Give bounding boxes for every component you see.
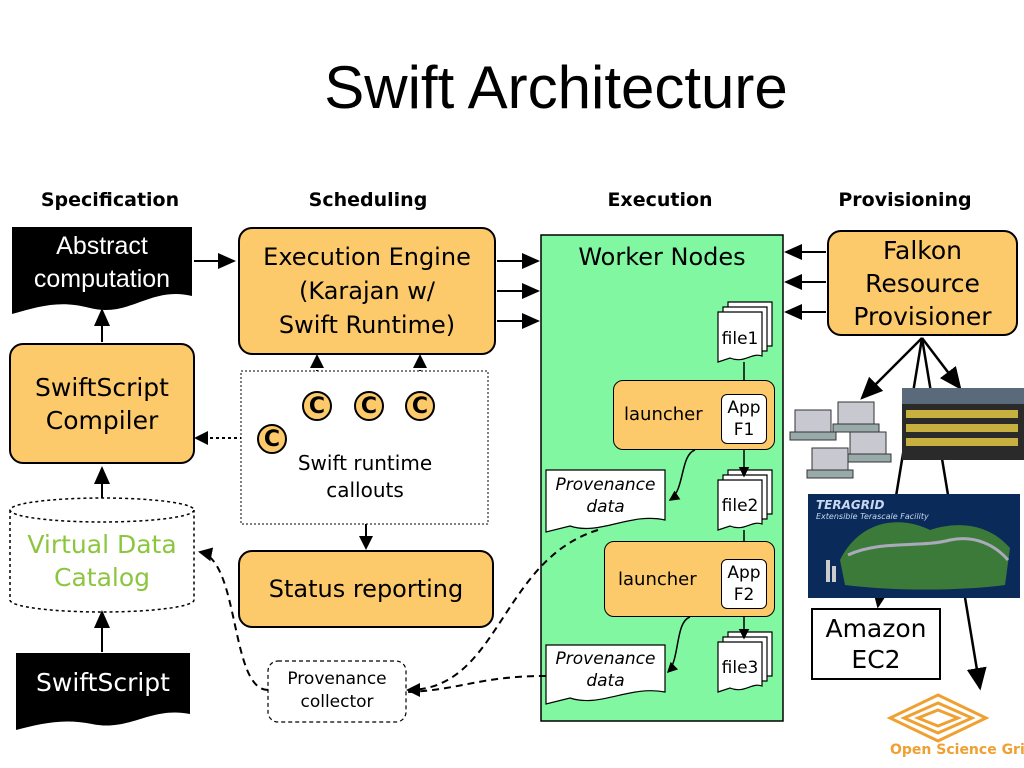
page-title: Swift Architecture — [324, 54, 788, 121]
teragrid-map-image — [808, 494, 1020, 598]
prov1-line1: Provenance — [555, 475, 656, 495]
file3-stack — [717, 631, 773, 693]
app-f1-line1: App — [727, 398, 761, 418]
app-f2-line1: App — [727, 563, 761, 583]
catalog-line1: Virtual Data — [27, 530, 177, 559]
falkon-provisioner-box: Falkon Resource Provisioner — [827, 230, 1018, 336]
callouts-label: Swift runtime callouts — [262, 450, 468, 504]
swiftscript-note: SwiftScript — [36, 668, 170, 697]
provenance-data-2: Provenance data — [546, 648, 665, 692]
virtual-data-catalog: Virtual Data Catalog — [10, 528, 194, 594]
column-provisioning: Provisioning — [838, 189, 972, 211]
app-f1-line2: F1 — [733, 420, 755, 440]
amazon-line2: EC2 — [851, 645, 901, 674]
amazon-line1: Amazon — [825, 614, 927, 643]
engine-line1: Execution Engine — [263, 243, 471, 271]
prov2-line2: data — [586, 671, 625, 691]
app-f2-line2: F2 — [733, 585, 755, 605]
cluster-image — [902, 388, 1024, 460]
launcher-label-2: launcher — [618, 569, 697, 590]
callout-badge-4: C — [257, 424, 287, 454]
callout-badge-1: C — [302, 391, 332, 421]
provenance-doc-2 — [545, 644, 666, 705]
prov2-line1: Provenance — [555, 649, 656, 669]
callouts-line2: callouts — [326, 478, 404, 502]
column-scheduling: Scheduling — [308, 189, 428, 211]
abstract-computation: Abstract computation — [12, 230, 192, 296]
falkon-line2: Resource — [865, 268, 980, 298]
falkon-line1: Falkon — [882, 235, 963, 265]
compiler-line2: Compiler — [45, 405, 159, 435]
compiler-line1: SwiftScript — [35, 372, 169, 402]
osg-label: Open Science Grid — [890, 742, 1024, 758]
osg-logo-image — [886, 693, 990, 743]
amazon-ec2: Amazon EC2 — [812, 613, 940, 675]
launcher-label-1: launcher — [624, 404, 703, 425]
app-f2-box: App F2 — [721, 559, 767, 609]
provenance-collector-box — [267, 660, 407, 723]
engine-line3: Swift Runtime) — [278, 311, 456, 339]
callout-badge-2: C — [354, 391, 384, 421]
swiftscript-shape — [16, 653, 190, 730]
file2-stack — [717, 469, 773, 531]
provenance-data-1: Provenance data — [546, 474, 665, 518]
amazon-box — [811, 608, 941, 680]
abstract-line2: computation — [33, 265, 171, 293]
callout-badge-3: C — [405, 391, 435, 421]
teragrid-sublabel: Extensible Terascale Facility — [816, 512, 929, 521]
file1-stack — [717, 301, 773, 363]
column-specification: Specification — [40, 189, 180, 211]
abstract-line1: Abstract — [56, 232, 148, 260]
provenance-doc-1 — [545, 469, 666, 533]
prov1-line2: data — [586, 497, 625, 517]
engine-line2: (Karajan w/ — [299, 277, 435, 305]
collector-line2: collector — [300, 692, 374, 712]
falkon-line3: Provisioner — [853, 301, 992, 331]
abstract-computation-shape — [12, 227, 192, 314]
column-execution: Execution — [607, 189, 713, 211]
execution-engine-box: Execution Engine (Karajan w/ Swift Runti… — [238, 227, 496, 355]
worker-nodes-title: Worker Nodes — [578, 243, 746, 271]
callouts-line1: Swift runtime — [297, 451, 433, 475]
provenance-collector: Provenance collector — [268, 668, 406, 714]
app-f1-box: App F1 — [721, 394, 767, 444]
collector-line1: Provenance — [287, 669, 387, 689]
teragrid-label: TERAGRID — [816, 498, 885, 512]
file2-label: file2 — [721, 496, 759, 516]
catalog-line2: Catalog — [53, 563, 150, 592]
file3-label: file3 — [721, 658, 759, 678]
swiftscript-compiler-box: SwiftScript Compiler — [9, 343, 195, 464]
catalog-cylinder — [9, 497, 195, 613]
workstations-image — [789, 401, 892, 479]
status-reporting-box: Status reporting — [238, 550, 494, 628]
file1-label: file1 — [721, 329, 759, 349]
